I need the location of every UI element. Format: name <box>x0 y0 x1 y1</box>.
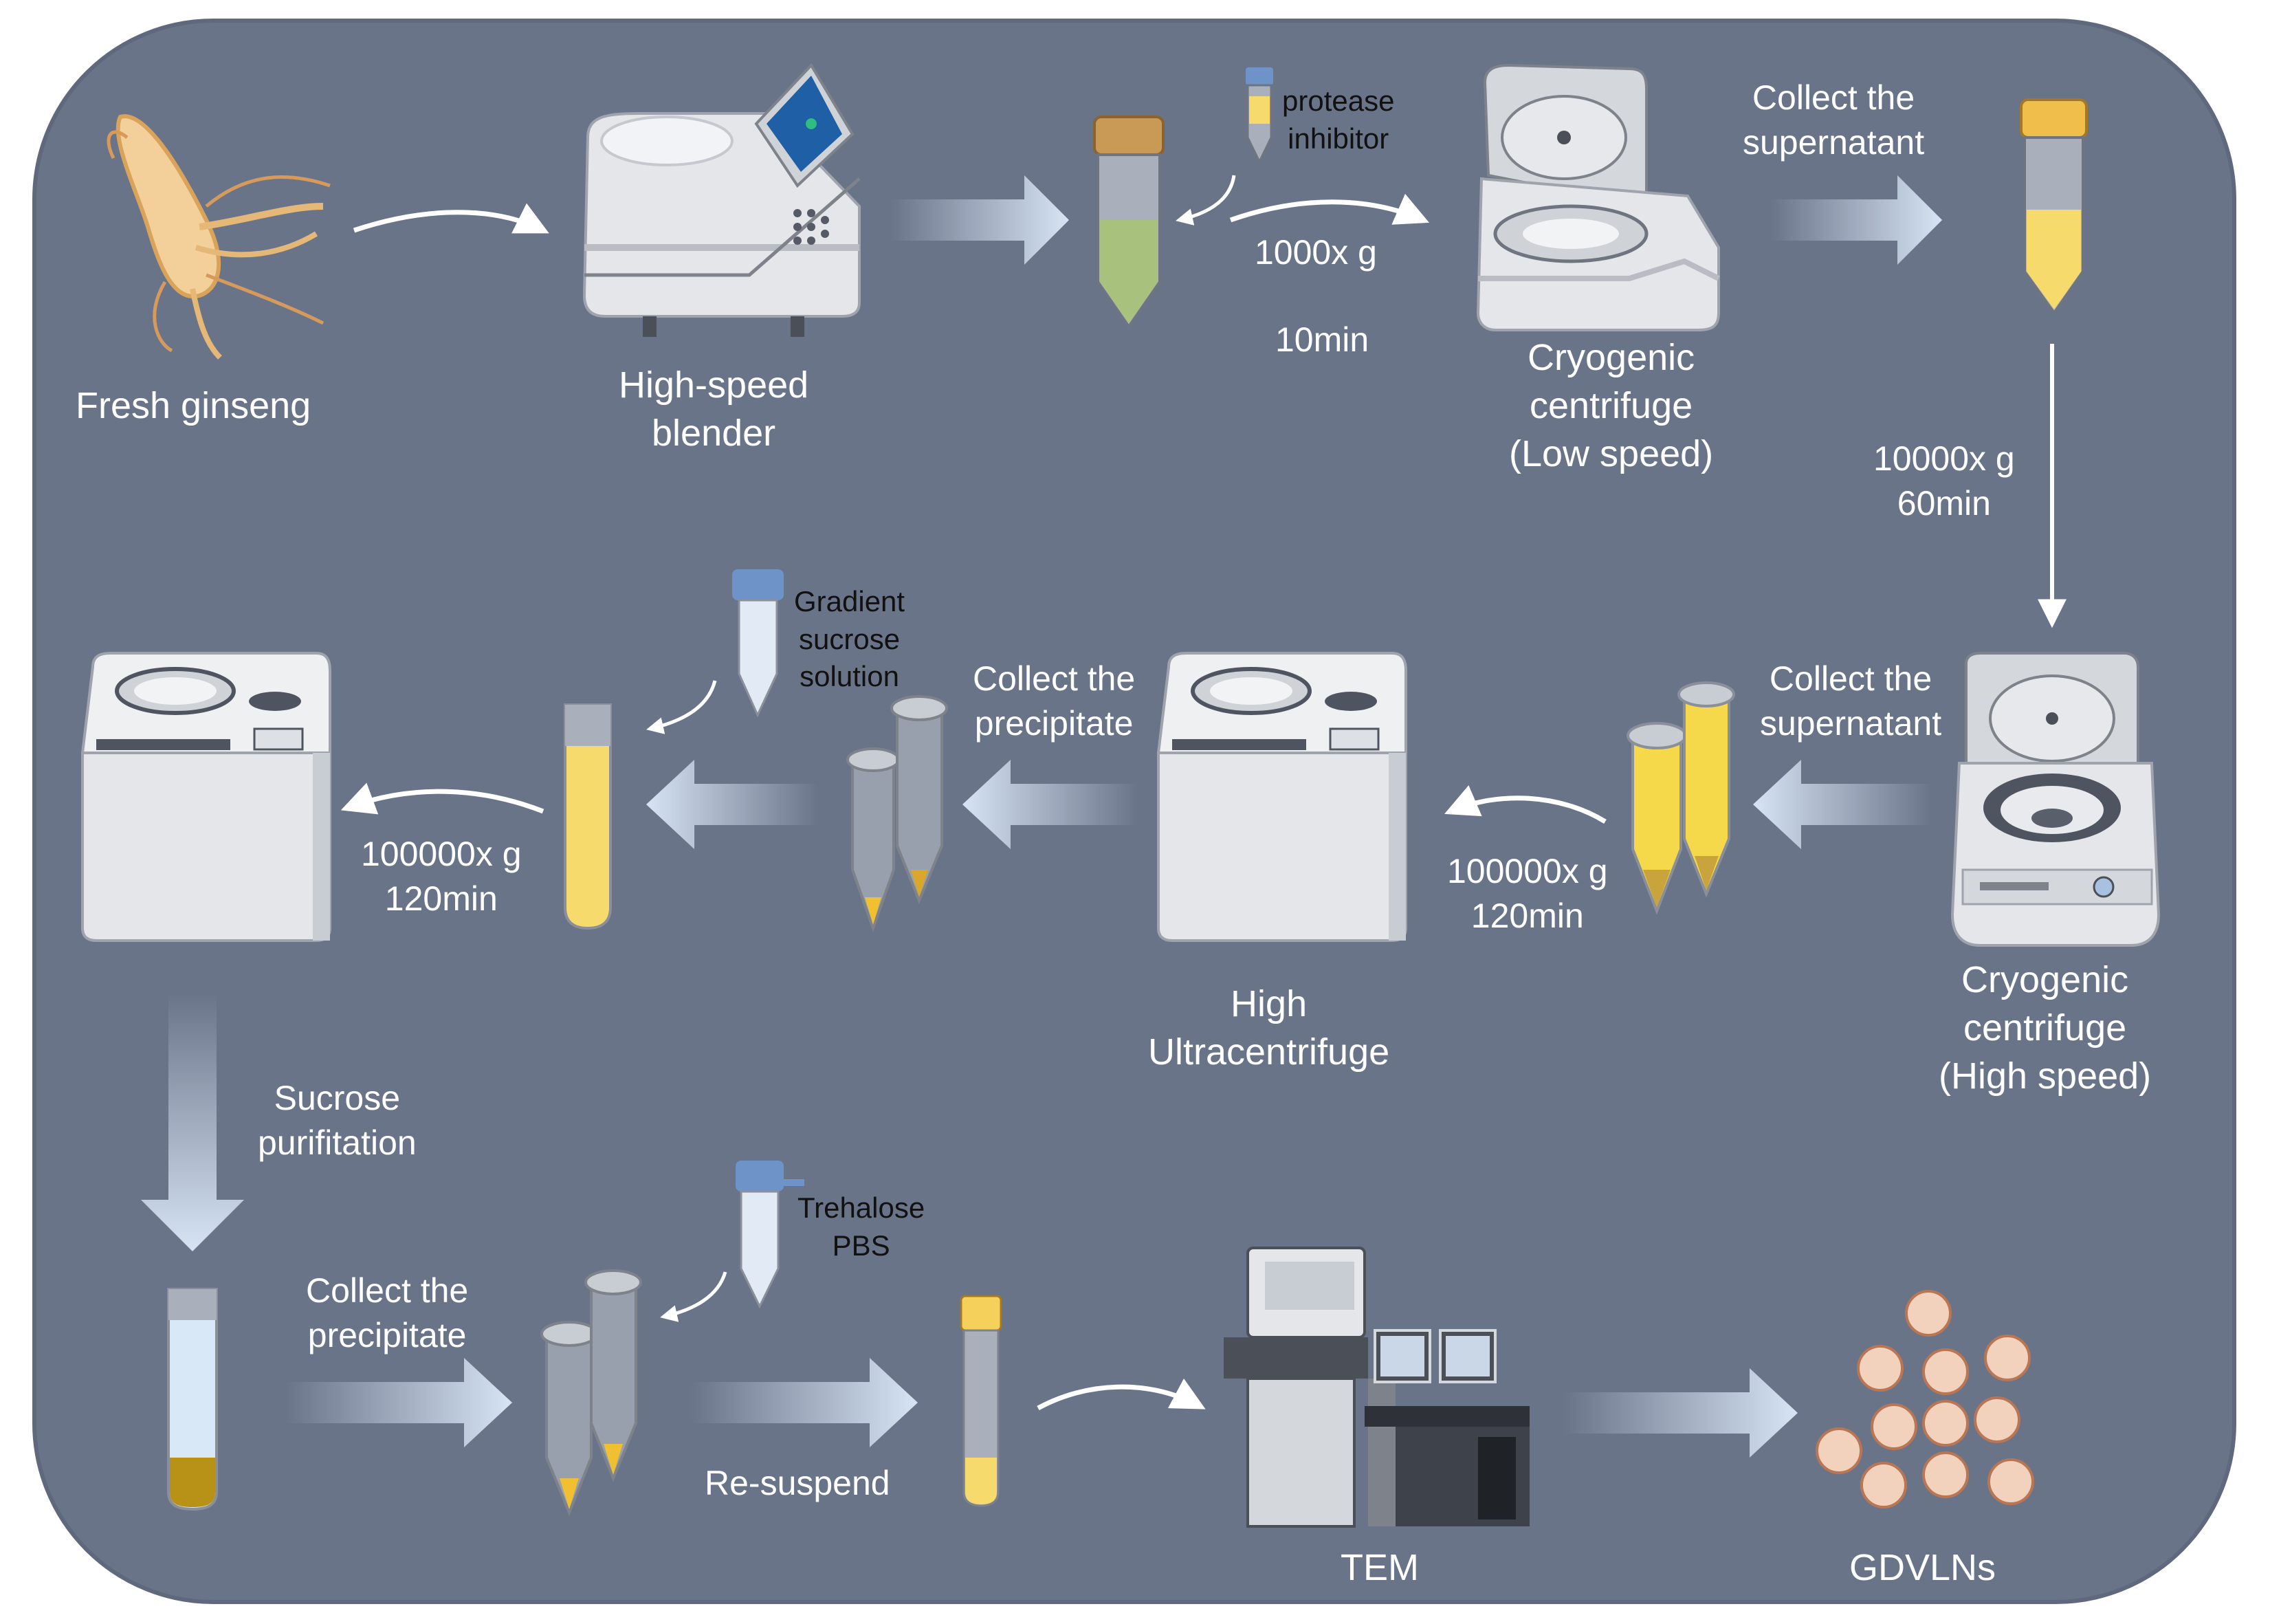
label-resuspend: Re-suspend <box>705 1464 890 1502</box>
purified-tube-icon <box>167 1288 218 1511</box>
label-tem: TEM <box>1341 1547 1419 1588</box>
resuspended-tube-icon <box>960 1295 1002 1507</box>
falcon-tube-yellow-icon <box>2020 98 2088 316</box>
arrow-pellet-to-gradient-tube <box>646 760 818 849</box>
blender-icon <box>582 63 861 337</box>
label-spin4: 100000x g 120min <box>361 835 522 918</box>
ultracentrifuge-2-icon <box>80 652 331 942</box>
arrow-tube-to-cryo-low <box>1229 193 1429 225</box>
arrow-ultra-to-pellet-tubes <box>962 760 1138 849</box>
label-gdvlns: GDVLNs <box>1849 1547 1996 1588</box>
arrow-tubes-to-ultracentrifuge <box>1444 785 1607 824</box>
gradient-sucrose-dropper-icon <box>732 569 784 718</box>
label-collect-supernatant-2: Collect the supernatant <box>1760 659 1942 743</box>
label-collect-precipitate-1: Collect the precipitate <box>973 659 1136 743</box>
label-spin3: 100000x g 120min <box>1447 852 1608 935</box>
arrow-purified-to-pellet-tubes <box>285 1358 512 1447</box>
arrow-dropper-to-gradient-tube <box>646 680 717 734</box>
falcon-tube-green-icon <box>1093 116 1165 329</box>
label-spin1-time: 10min <box>1275 320 1369 359</box>
arrow-cryo-low-to-tube <box>1770 175 1942 265</box>
label-high-ultracentrifuge: High Ultracentrifuge <box>1148 983 1390 1073</box>
label-collect-supernatant-1: Collect the supernatant <box>1743 78 1925 162</box>
gdvlns-vesicles-icon <box>1816 1290 2034 1508</box>
label-collect-precipitate-2: Collect the precipitate <box>306 1271 469 1354</box>
protease-inhibitor-tube-icon <box>1246 67 1273 164</box>
conical-tubes-precipitate-icon <box>846 695 948 933</box>
label-sucrose-purification: Sucrose purifitation <box>258 1079 417 1162</box>
label-fresh-ginseng: Fresh ginseng <box>76 385 311 426</box>
arrow-resuspend <box>691 1358 918 1447</box>
cryo-centrifuge-low-icon <box>1476 63 1720 331</box>
arrow-tem-to-gdvlns <box>1564 1368 1798 1458</box>
arrow-ginseng-to-blender <box>353 203 549 234</box>
conical-tubes-bottom-icon <box>540 1269 642 1517</box>
arrow-cryo-high-to-tubes <box>1753 760 1932 849</box>
arrow-trehalose-to-tubes <box>660 1271 727 1322</box>
arrow-gradient-tube-to-ultra2 <box>340 782 544 815</box>
gradient-sucrose-tube-icon <box>564 703 612 930</box>
label-high-speed-blender: High-speed blender <box>619 364 809 454</box>
cryo-centrifuge-high-icon <box>1950 652 2161 947</box>
label-spin2: 10000x g 60min <box>1873 439 2015 523</box>
label-trehalose-pbs: Trehalose PBS <box>797 1192 925 1262</box>
arrow-inhibitor-to-tube <box>1176 175 1236 226</box>
trehalose-dropper-icon <box>736 1161 804 1309</box>
arrow-sucrose-purification-down <box>141 994 244 1251</box>
label-protease-inhibitor: protease inhibitor <box>1282 85 1395 155</box>
ginseng-icon <box>107 114 331 360</box>
arrow-blender-to-tube <box>890 175 1069 265</box>
ultracentrifuge-icon <box>1156 652 1407 942</box>
label-cryo-high: Cryogenic centrifuge (High speed) <box>1939 959 2152 1097</box>
label-spin1-force: 1000x g <box>1255 233 1377 272</box>
label-cryo-low: Cryogenic centrifuge (Low speed) <box>1509 337 1714 475</box>
label-gradient-sucrose: Gradient sucrose solution <box>794 585 905 693</box>
conical-tubes-supernatant-icon <box>1627 681 1735 915</box>
tem-microscope-icon <box>1224 1247 1530 1528</box>
arrow-tube-to-tem <box>1037 1378 1206 1411</box>
